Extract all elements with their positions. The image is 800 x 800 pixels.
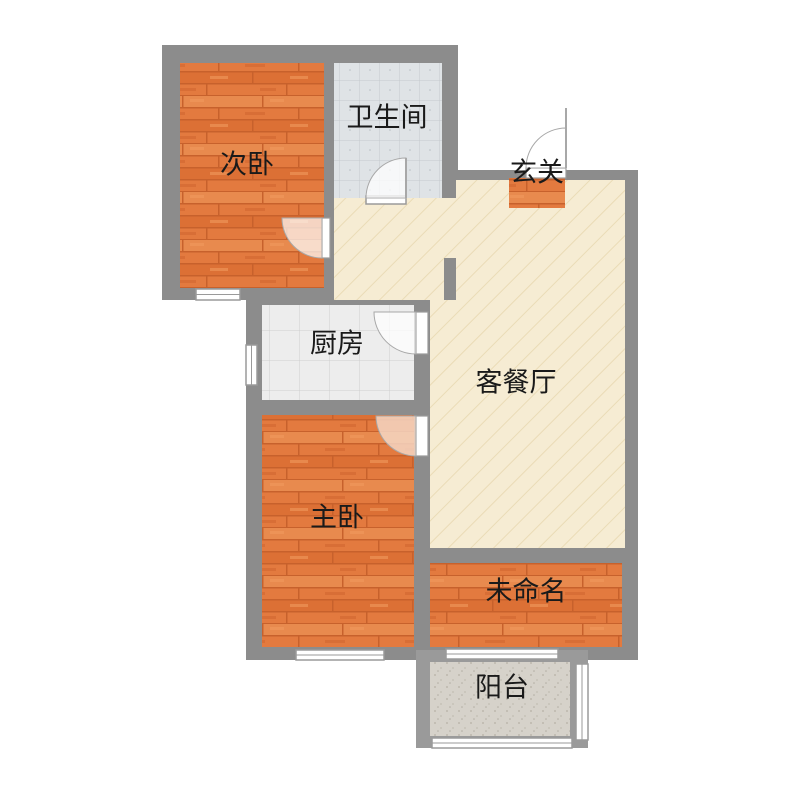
room-label-living-dining: 客餐厅: [476, 368, 557, 399]
room-label-entrance: 玄关: [510, 158, 564, 189]
wall-unnamed-top: [430, 548, 625, 563]
floor-unnamed-room: [430, 563, 622, 647]
room-label-unnamed-room: 未命名: [486, 577, 567, 608]
room-label-bathroom: 卫生间: [347, 103, 428, 134]
room-label-balcony: 阳台: [475, 673, 529, 704]
entrance-mat: [509, 178, 565, 208]
room-label-kitchen: 厨房: [310, 329, 364, 360]
room-label-master-bedroom: 主卧: [310, 503, 364, 534]
floor-master-bedroom: [262, 415, 414, 647]
doors: [281, 108, 567, 457]
door-second-bedroom: [281, 217, 331, 259]
wall-hall-stub: [444, 258, 456, 300]
floor-hall: [334, 180, 625, 548]
door-kitchen: [373, 311, 429, 355]
door-entrance: [525, 108, 567, 179]
windows: [195, 195, 589, 749]
room-label-second-bedroom: 次卧: [220, 150, 274, 181]
door-master-bedroom: [375, 415, 429, 457]
floor-balcony: [430, 662, 570, 736]
door-bathroom: [365, 157, 407, 199]
